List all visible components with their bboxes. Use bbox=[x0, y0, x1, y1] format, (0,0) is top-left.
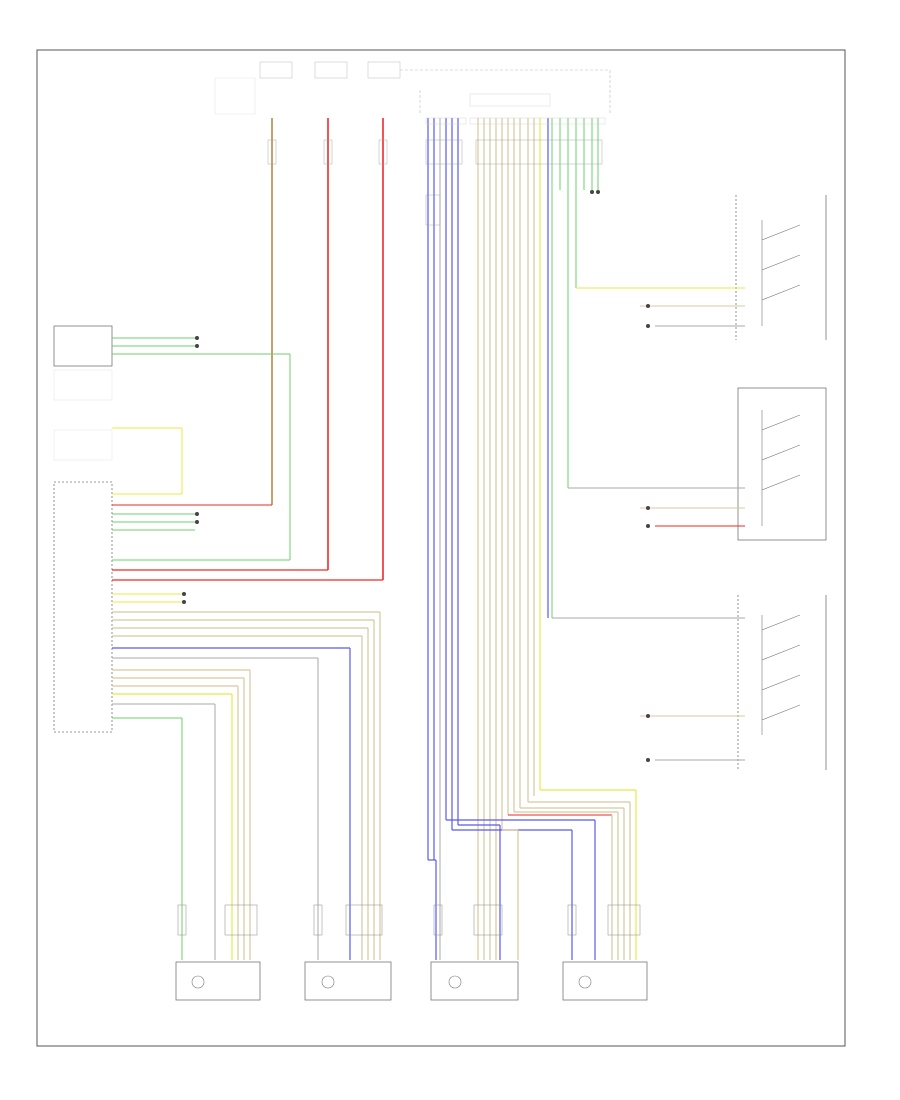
window-motor-2 bbox=[304, 904, 392, 1001]
top-connector-stubs bbox=[267, 139, 603, 226]
top-power-labels bbox=[214, 61, 611, 115]
bottom-left-harness bbox=[181, 612, 381, 960]
window-motor-3 bbox=[430, 904, 519, 1001]
window-motor-1 bbox=[175, 904, 261, 1001]
main-control-module bbox=[53, 354, 383, 733]
central-harness bbox=[425, 117, 606, 960]
central-lower-branches bbox=[428, 789, 637, 960]
right-switch-3 bbox=[552, 595, 827, 770]
window-motor-4 bbox=[562, 904, 648, 1001]
right-switch-1 bbox=[576, 195, 827, 340]
right-switch-2 bbox=[568, 387, 827, 541]
left-switch-small bbox=[53, 427, 183, 494]
power-feed-wires bbox=[271, 118, 384, 580]
left-module-top bbox=[53, 325, 290, 401]
diagram-frame bbox=[36, 49, 846, 1047]
